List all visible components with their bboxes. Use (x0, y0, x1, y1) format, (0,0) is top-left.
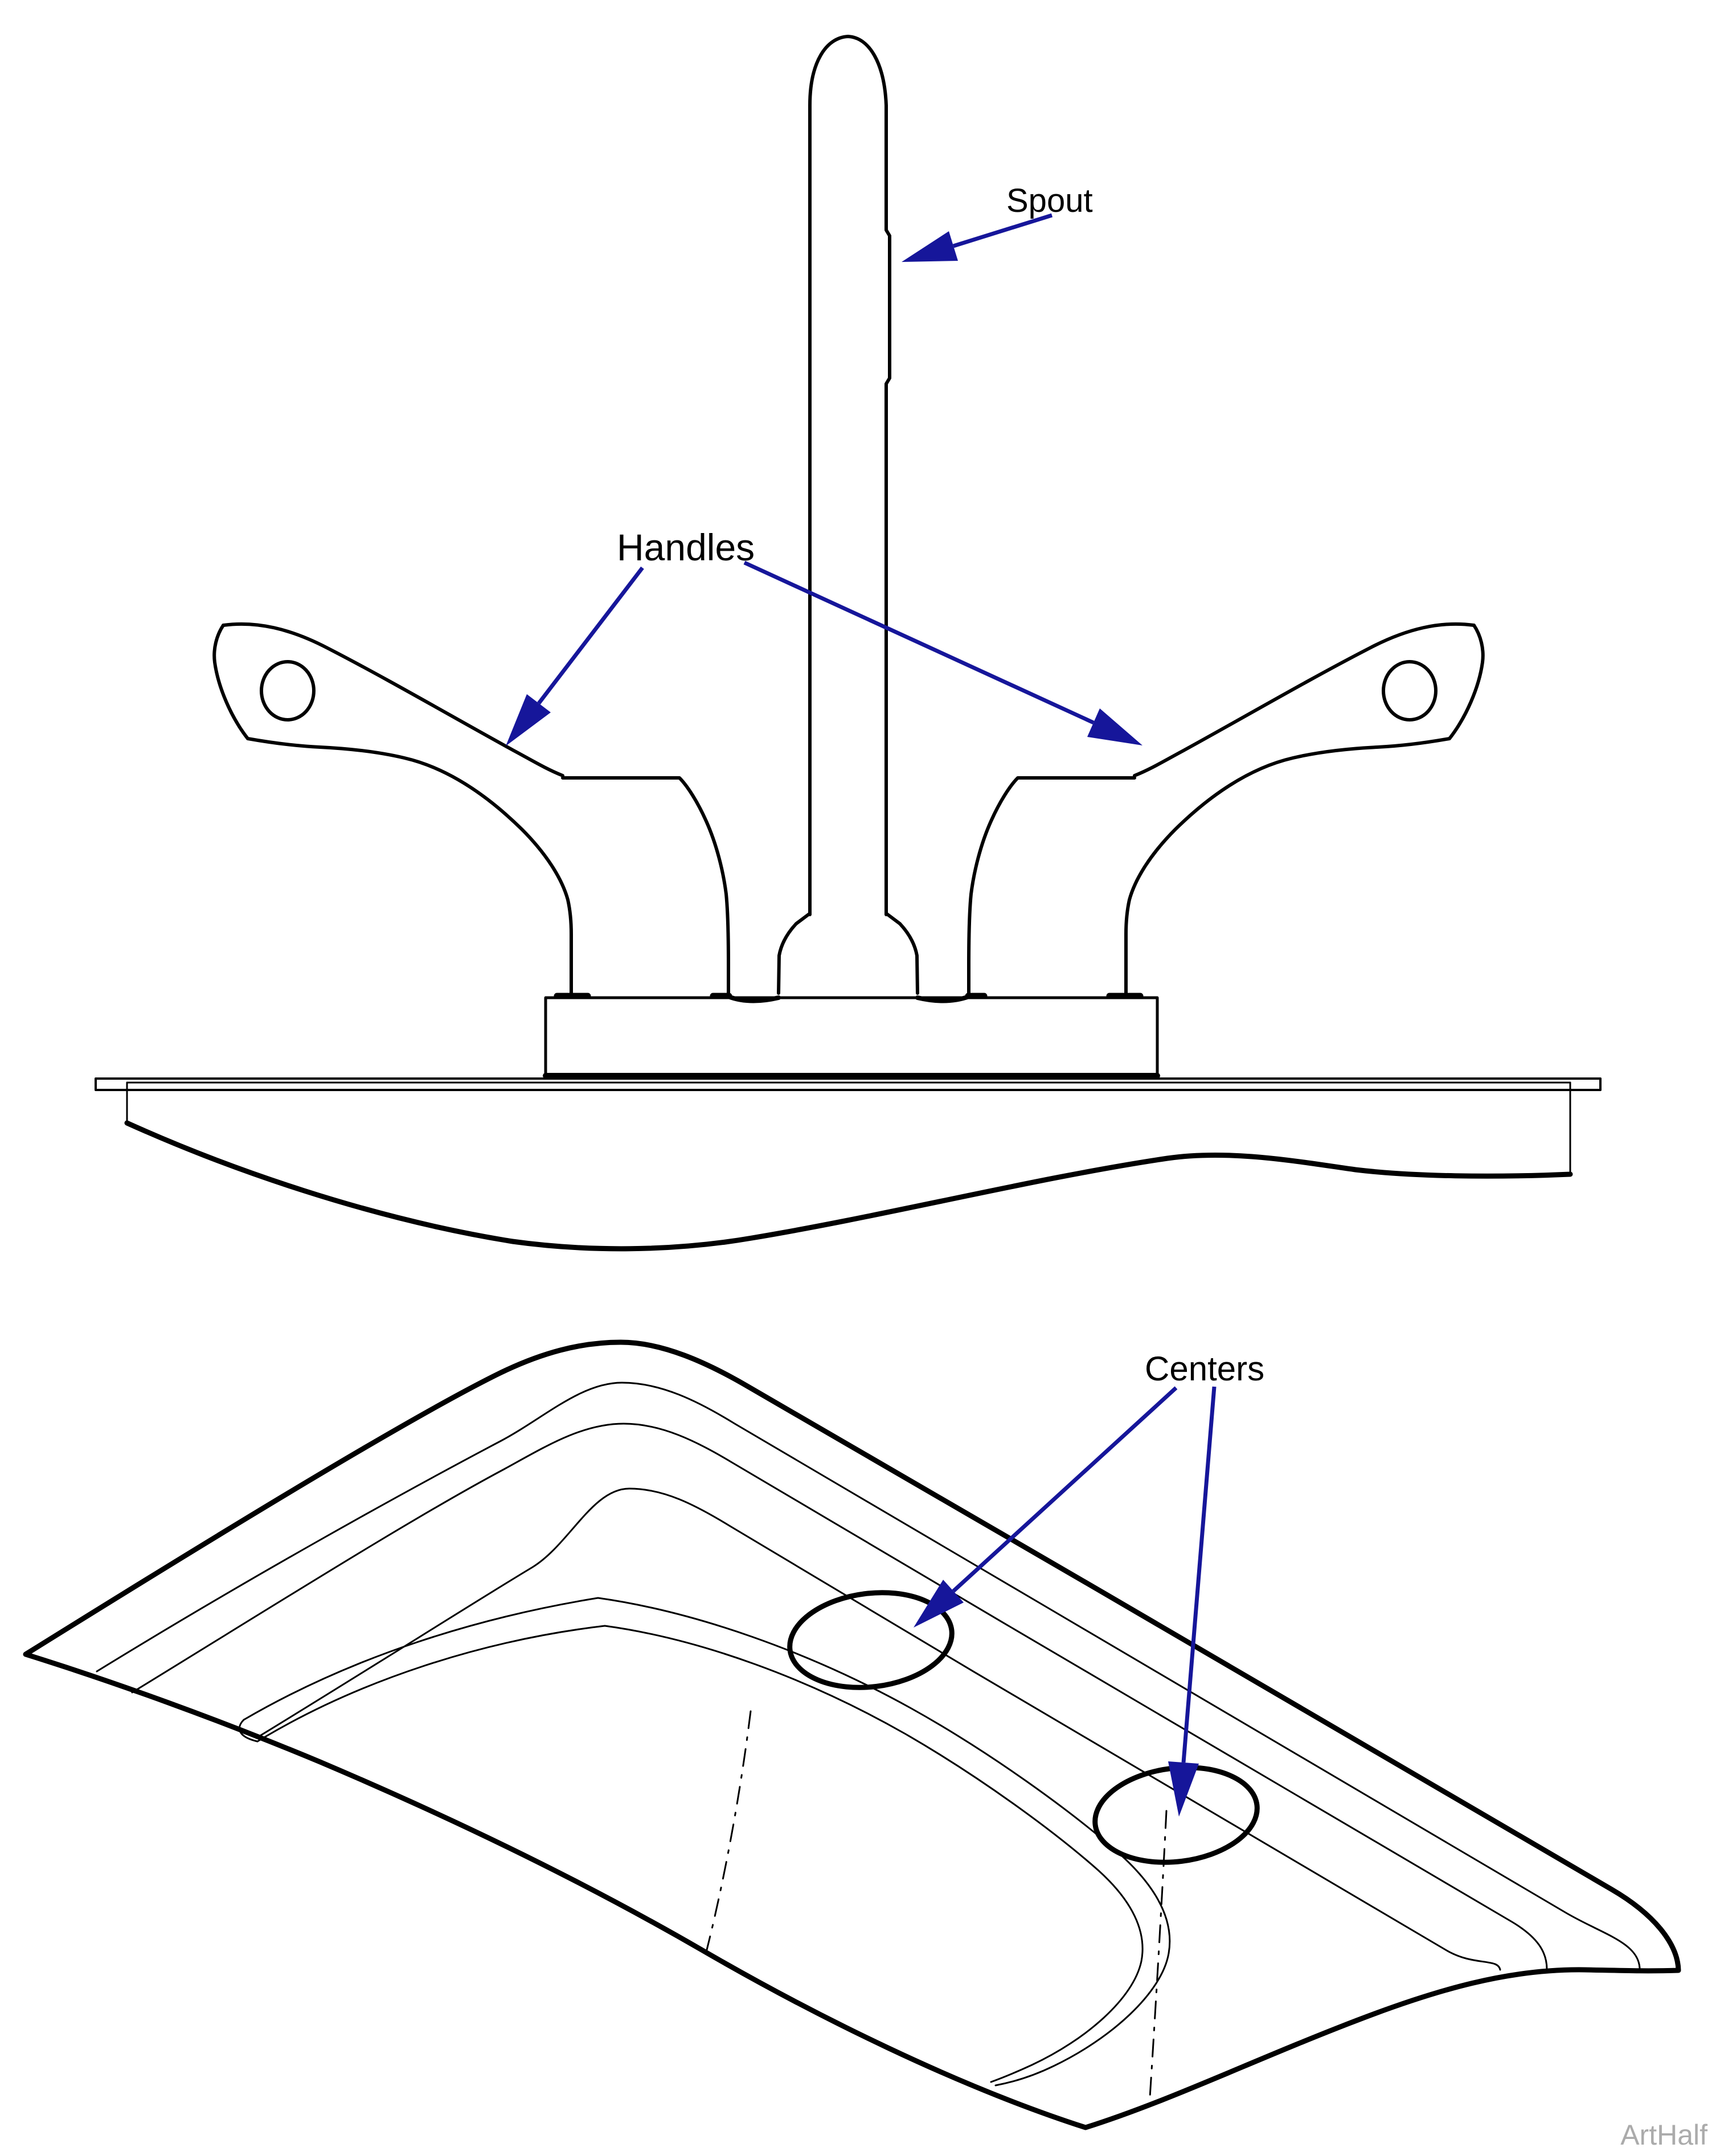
arrowhead-icon (902, 231, 958, 262)
spout-leader-arrow (902, 213, 1053, 262)
left-handle-top-edge (222, 622, 564, 777)
escutcheon-outline (544, 996, 1159, 1077)
counter-break-wave (124, 1120, 1573, 1252)
right-handle-hole (1382, 660, 1438, 722)
right-handle-outline (1124, 624, 1485, 995)
arrowhead-icon (1087, 708, 1142, 745)
spout-outline (808, 35, 891, 916)
handles-right-leader-arrow (743, 560, 1142, 745)
faucet-front-view (95, 35, 1602, 1252)
counter-body-sides (126, 1081, 1571, 1175)
hub-right-shoulder (967, 776, 1136, 995)
bowl-rim-end-cap (238, 1719, 259, 1743)
countertop-slab (95, 1077, 1602, 1091)
arrowhead-icon (506, 694, 551, 746)
handles-left-leader-arrow (506, 566, 644, 746)
bowl-rim-outer (243, 1597, 1171, 2087)
centers-left-leader-arrow (914, 1386, 1178, 1628)
spout-label: Spout (1006, 182, 1093, 219)
centers-label: Centers (1145, 1350, 1264, 1388)
right-handle-top-edge (1133, 622, 1476, 777)
watermark-text: ArtHalf (1620, 2119, 1707, 2151)
deck-rim-line-0 (96, 1382, 1641, 1969)
sink-outer-outline (23, 1339, 1681, 2130)
deck-rim-line-2 (255, 1487, 1501, 1971)
escutcheon-foot-dips (726, 994, 971, 1003)
left-handle-outline (212, 624, 573, 995)
bowl-rim-inner (256, 1625, 1144, 2083)
break-line-right (1148, 1810, 1168, 2107)
arrowhead-icon (1168, 1761, 1199, 1817)
centers-right-leader-arrow (1168, 1386, 1217, 1817)
leader-arrows (506, 213, 1217, 1817)
break-line-left (706, 1710, 752, 1951)
sink-isometric-view (23, 1339, 1681, 2130)
arrowhead-icon (914, 1580, 964, 1628)
deck-rim-line-1 (131, 1423, 1548, 1970)
handles-label: Handles (617, 526, 755, 568)
spout-left-flare (777, 912, 812, 995)
spout-right-flare (884, 912, 919, 995)
hub-left-shoulder (561, 776, 730, 995)
faucet-hole-left (787, 1590, 955, 1690)
left-handle-hole (260, 660, 316, 722)
